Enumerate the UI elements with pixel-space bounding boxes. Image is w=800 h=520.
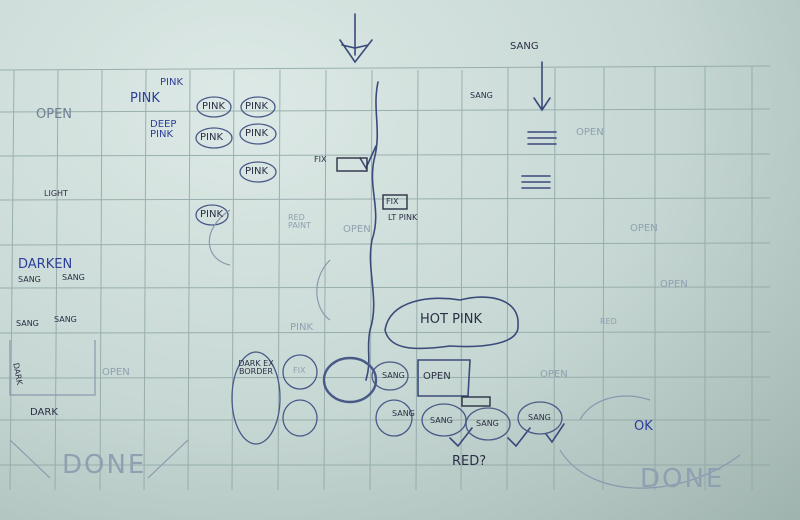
light-label: LIGHT <box>44 189 68 198</box>
red-label: RED <box>600 317 617 326</box>
red-paint-label: RED PAINT <box>288 213 312 230</box>
sang-label: SANG <box>528 413 551 422</box>
open-label: OPEN <box>343 224 371 235</box>
lt-pink-label: LT PINK <box>388 213 418 222</box>
dark-ex-border-label: DARK EX BORDER <box>238 359 274 376</box>
open-label: OPEN <box>540 369 568 380</box>
open-label: OPEN <box>102 367 130 378</box>
pink-label: PINK <box>245 166 269 177</box>
open-label: OPEN <box>660 279 688 290</box>
done-label: DONE <box>640 464 725 494</box>
open-label: OPEN <box>576 127 604 138</box>
sang-label: SANG <box>430 416 453 425</box>
open-label: OPEN <box>36 107 73 122</box>
sang-label: SANG <box>54 315 77 324</box>
dark-label: DARK <box>30 407 58 418</box>
red-question-label: RED? <box>452 454 487 469</box>
fix-label: FIX <box>314 155 327 164</box>
pink-label: PINK <box>245 128 269 139</box>
deep-pink-label: DEEP PINK <box>150 119 177 140</box>
pink-label: PINK <box>200 209 224 220</box>
pink-label: PINK <box>245 101 269 112</box>
pink-label: PINK <box>200 132 224 143</box>
fix-label: FIX <box>386 197 399 206</box>
sang-label: SANG <box>476 419 499 428</box>
sang-label: SANG <box>18 275 41 284</box>
open-label: OPEN <box>423 371 451 382</box>
open-label: OPEN <box>630 223 658 234</box>
ok-label: OK <box>634 419 653 434</box>
sang-label: SANG <box>382 371 405 380</box>
pink-label: PINK <box>290 322 314 333</box>
hot-pink-label: HOT PINK <box>420 312 483 327</box>
pink-label: PINK <box>160 77 184 88</box>
sang-label: SANG <box>62 273 85 282</box>
sang-label: SANG <box>392 409 415 418</box>
pink-label: PINK <box>202 101 226 112</box>
darken-label: DARKEN <box>18 257 73 272</box>
sang-label: SANG <box>16 319 39 328</box>
sang-label: SANG <box>470 91 493 100</box>
sang-label: SANG <box>510 41 539 52</box>
pink-label: PINK <box>130 91 160 106</box>
fix-label: FIX <box>293 366 306 375</box>
done-label: DONE <box>62 450 147 480</box>
